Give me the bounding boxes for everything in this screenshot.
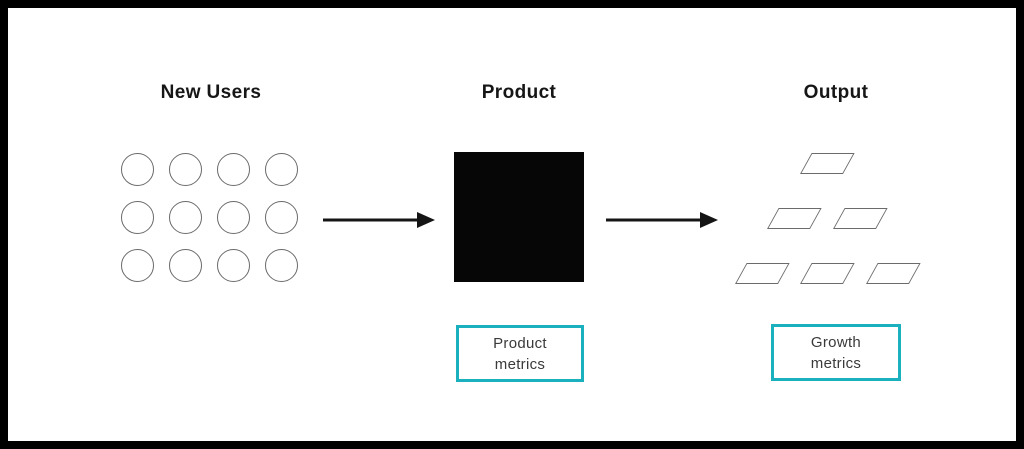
arrow-new-users-to-product bbox=[323, 212, 435, 228]
output-parallelogram bbox=[833, 206, 889, 229]
pyramid-row bbox=[735, 151, 921, 174]
user-circle bbox=[169, 153, 202, 186]
growth-metrics-label-line1: Growth bbox=[810, 333, 862, 351]
output-parallelogram bbox=[865, 261, 921, 284]
new-users-grid bbox=[121, 153, 298, 282]
user-circle bbox=[169, 201, 202, 234]
user-circle bbox=[265, 153, 298, 186]
user-circle bbox=[121, 201, 154, 234]
user-circle bbox=[217, 249, 250, 282]
arrow-product-to-output bbox=[606, 212, 718, 228]
user-circle bbox=[169, 249, 202, 282]
growth-metrics-box: Growth metrics bbox=[771, 324, 901, 381]
output-parallelogram bbox=[767, 206, 823, 229]
pyramid-row bbox=[735, 206, 921, 229]
output-parallelogram bbox=[735, 261, 790, 284]
new-users-title: New Users bbox=[160, 82, 262, 103]
user-circle bbox=[265, 249, 298, 282]
user-circle bbox=[217, 153, 250, 186]
output-title: Output bbox=[803, 82, 869, 103]
output-parallelogram bbox=[800, 151, 856, 174]
product-title: Product bbox=[481, 82, 557, 103]
user-circle bbox=[121, 153, 154, 186]
user-circle bbox=[265, 201, 298, 234]
user-circle bbox=[121, 249, 154, 282]
product-metrics-box: Product metrics bbox=[456, 325, 584, 382]
user-circle bbox=[217, 201, 250, 234]
output-pyramid bbox=[735, 151, 921, 284]
product-metrics-label-line2: metrics bbox=[494, 355, 546, 373]
pyramid-row bbox=[735, 261, 921, 284]
output-parallelogram bbox=[800, 261, 855, 284]
product-square bbox=[454, 152, 584, 282]
product-metrics-label-line1: Product bbox=[493, 334, 547, 352]
growth-metrics-label-line2: metrics bbox=[810, 354, 862, 372]
